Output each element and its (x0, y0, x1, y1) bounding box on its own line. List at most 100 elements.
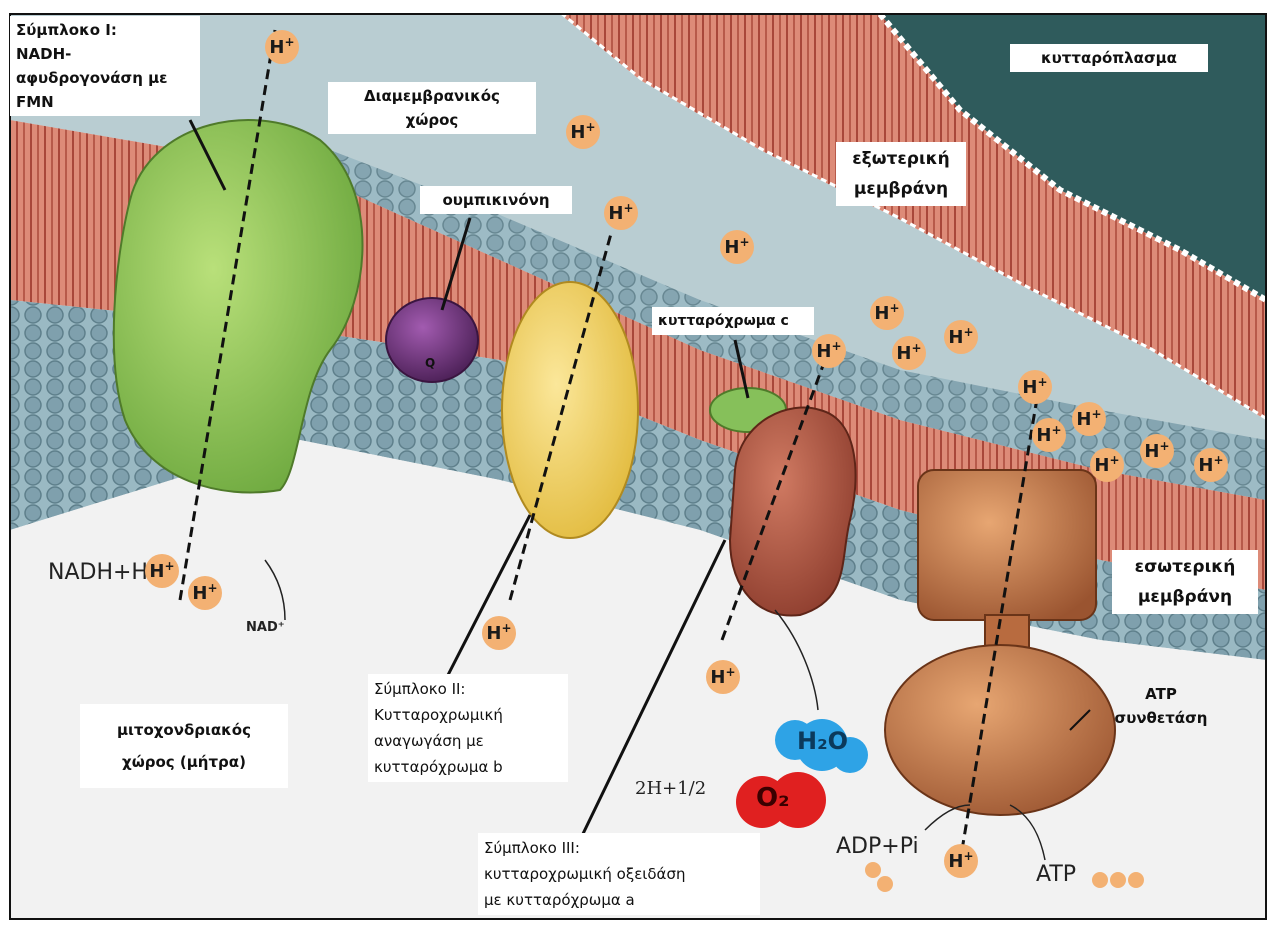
proton-marker: H+ (870, 296, 904, 330)
proton-marker: H+ (188, 576, 222, 610)
proton-symbol: H (724, 237, 739, 258)
label-matrix-line: μιτοχονδριακός (86, 714, 282, 746)
proton-marker: H+ (1194, 448, 1228, 482)
label-complex-2-line: κυτταρόχρωμα b (374, 754, 562, 780)
proton-charge: + (912, 341, 922, 355)
label-complex-1: Σύμπλοκο Ι: NADH- αφυδρογονάση με FMN (10, 16, 200, 116)
proton-symbol: H (608, 203, 623, 224)
label-complex-3-line: κυτταροχρωμική οξειδάση (484, 861, 754, 887)
proton-marker: H+ (706, 660, 740, 694)
label-complex-2-line: αναγωγάση με (374, 728, 562, 754)
proton-charge: + (1160, 439, 1170, 453)
proton-marker: H+ (1072, 402, 1106, 436)
proton-charge: + (1052, 423, 1062, 437)
label-matrix: μιτοχονδριακός χώρος (μήτρα) (80, 704, 288, 788)
proton-symbol: H (192, 583, 207, 604)
proton-marker: H+ (1140, 434, 1174, 468)
proton-charge: + (1038, 375, 1048, 389)
label-intermembrane-line: χώρος (334, 108, 530, 132)
proton-marker: H+ (265, 30, 299, 64)
proton-symbol: H (1036, 425, 1051, 446)
h2o-label: H₂O (797, 727, 848, 755)
proton-marker: H+ (1090, 448, 1124, 482)
nadh-label: NADH+H (48, 560, 148, 585)
proton-symbol: H (1076, 409, 1091, 430)
label-inner-membrane-line: μεμβράνη (1118, 582, 1252, 612)
proton-marker: H+ (145, 554, 179, 588)
o2-label: O₂ (756, 783, 790, 813)
proton-symbol: H (1144, 441, 1159, 462)
atp-phosphate-dot (1110, 872, 1126, 888)
complex-3 (730, 408, 856, 616)
proton-symbol: H (1198, 455, 1213, 476)
proton-charge: + (502, 621, 512, 635)
label-complex-3-line: με κυτταρόχρωμα a (484, 887, 754, 913)
ubiquinone-symbol: Q (425, 356, 435, 370)
label-outer-membrane: εξωτερική μεμβράνη (836, 142, 966, 206)
atp-synthase-fo (918, 470, 1096, 620)
label-inner-membrane-line: εσωτερική (1118, 552, 1252, 582)
label-intermembrane-space: Διαμεμβρανικός χώρος (328, 82, 536, 134)
label-complex-3: Σύμπλοκο ΙΙΙ: κυτταροχρωμική οξειδάση με… (478, 833, 760, 915)
label-complex-1-line: FMN (16, 90, 194, 114)
proton-charge: + (890, 301, 900, 315)
proton-marker: H+ (944, 320, 978, 354)
atp-phosphate-dot (1092, 872, 1108, 888)
proton-marker: H+ (944, 844, 978, 878)
atp-synthase-f1 (885, 645, 1115, 815)
proton-charge: + (832, 339, 842, 353)
complex-2 (502, 282, 638, 538)
proton-charge: + (1110, 453, 1120, 467)
phosphate-dot (865, 862, 881, 878)
proton-symbol: H (896, 343, 911, 364)
atp-phosphate-dot (1128, 872, 1144, 888)
proton-symbol: H (486, 623, 501, 644)
proton-charge: + (964, 849, 974, 863)
proton-symbol: H (710, 667, 725, 688)
proton-charge: + (208, 581, 218, 595)
proton-charge: + (1092, 407, 1102, 421)
proton-symbol: H (948, 851, 963, 872)
proton-symbol: H (1094, 455, 1109, 476)
label-cytochrome-c: κυτταρόχρωμα c (652, 307, 814, 335)
proton-marker: H+ (720, 230, 754, 264)
proton-symbol: H (149, 561, 164, 582)
reaction-label: 2H+1/2 (635, 778, 706, 799)
proton-marker: H+ (566, 115, 600, 149)
proton-symbol: H (948, 327, 963, 348)
label-complex-2-line: Κυτταροχρωμική (374, 702, 562, 728)
proton-charge: + (165, 559, 175, 573)
label-complex-2-line: Σύμπλοκο ΙΙ: (374, 676, 562, 702)
label-complex-1-line: Σύμπλοκο Ι: (16, 18, 194, 42)
proton-marker: H+ (1018, 370, 1052, 404)
label-complex-1-line: αφυδρογονάση με (16, 66, 194, 90)
nad-label: NAD⁺ (246, 620, 285, 635)
proton-symbol: H (1022, 377, 1037, 398)
proton-marker: H+ (482, 616, 516, 650)
proton-symbol: H (816, 341, 831, 362)
proton-charge: + (740, 235, 750, 249)
proton-charge: + (285, 35, 295, 49)
proton-charge: + (964, 325, 974, 339)
label-complex-1-line: NADH- (16, 42, 194, 66)
proton-charge: + (1214, 453, 1224, 467)
label-outer-membrane-line: μεμβράνη (842, 174, 960, 204)
proton-charge: + (586, 120, 596, 134)
proton-marker: H+ (892, 336, 926, 370)
proton-charge: + (726, 665, 736, 679)
label-complex-2: Σύμπλοκο ΙΙ: Κυτταροχρωμική αναγωγάση με… (368, 674, 568, 782)
label-ubiquinone: ουμπικινόνη (420, 186, 572, 214)
proton-marker: H+ (604, 196, 638, 230)
label-atp-synthase-line: συνθετάση (1094, 706, 1228, 730)
phosphate-dot (877, 876, 893, 892)
label-cytoplasm: κυτταρόπλασμα (1010, 44, 1208, 72)
proton-symbol: H (874, 303, 889, 324)
adp-label: ADP+Pi (836, 834, 919, 859)
proton-marker: H+ (1032, 418, 1066, 452)
proton-symbol: H (269, 37, 284, 58)
proton-charge: + (624, 201, 634, 215)
label-inner-membrane: εσωτερική μεμβράνη (1112, 550, 1258, 614)
label-matrix-line: χώρος (μήτρα) (86, 746, 282, 778)
label-complex-3-line: Σύμπλοκο ΙΙΙ: (484, 835, 754, 861)
